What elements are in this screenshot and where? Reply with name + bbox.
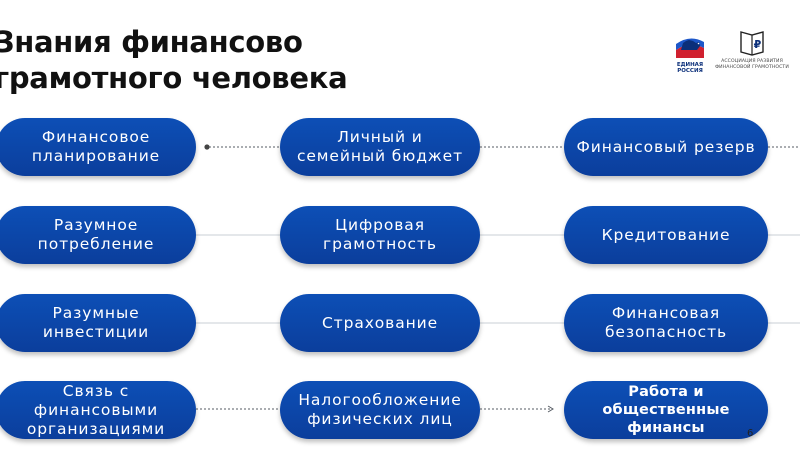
topic-reasonable-investments: Разумные инвестиции <box>0 294 196 352</box>
bear-flag-icon <box>676 32 704 58</box>
slide-title-line-2: грамотного человека <box>0 61 348 95</box>
party-name-line-2: РОССИЯ <box>677 68 703 74</box>
topic-financial-planning: Финансовое планирование <box>0 118 196 176</box>
page-number: 6 <box>747 428 754 439</box>
topic-public-finance: Работа и общественные финансы <box>564 381 768 439</box>
topic-personal-taxation: Налогообложение физических лиц <box>280 381 480 439</box>
connector-dot <box>204 144 210 150</box>
slide-title-line-1: Знания финансово <box>0 25 303 59</box>
topic-financial-security: Финансовая безопасность <box>564 294 768 352</box>
topic-financial-reserve: Финансовый резерв <box>564 118 768 176</box>
united-russia-logo: ЕДИНАЯ РОССИЯ <box>672 28 708 76</box>
financial-literacy-association-logo: ₽ АССОЦИАЦИЯ РАЗВИТИЯ ФИНАНСОВОЙ ГРАМОТН… <box>712 28 792 76</box>
topic-family-budget: Личный и семейный бюджет <box>280 118 480 176</box>
book-ruble-icon: ₽ <box>740 31 764 56</box>
topic-financial-organizations: Связь с финансовыми организациями <box>0 381 196 439</box>
association-caption-line-1: АССОЦИАЦИЯ РАЗВИТИЯ <box>721 59 783 64</box>
topic-lending: Кредитование <box>564 206 768 264</box>
ruble-sign: ₽ <box>754 38 762 51</box>
topic-reasonable-consumption: Разумное потребление <box>0 206 196 264</box>
association-caption-line-2: ФИНАНСОВОЙ ГРАМОТНОСТИ <box>715 65 789 70</box>
slide-title: Знания финансово грамотного человека <box>0 24 348 96</box>
logos-block: ЕДИНАЯ РОССИЯ ₽ АССОЦИАЦИЯ РАЗВИТИЯ ФИНА… <box>672 28 792 76</box>
arrow-right-icon <box>547 405 554 413</box>
party-name-line-1: ЕДИНАЯ <box>676 62 704 68</box>
topic-digital-literacy: Цифровая грамотность <box>280 206 480 264</box>
topic-insurance: Страхование <box>280 294 480 352</box>
association-caption: АССОЦИАЦИЯ РАЗВИТИЯ ФИНАНСОВОЙ ГРАМОТНОС… <box>712 59 792 71</box>
